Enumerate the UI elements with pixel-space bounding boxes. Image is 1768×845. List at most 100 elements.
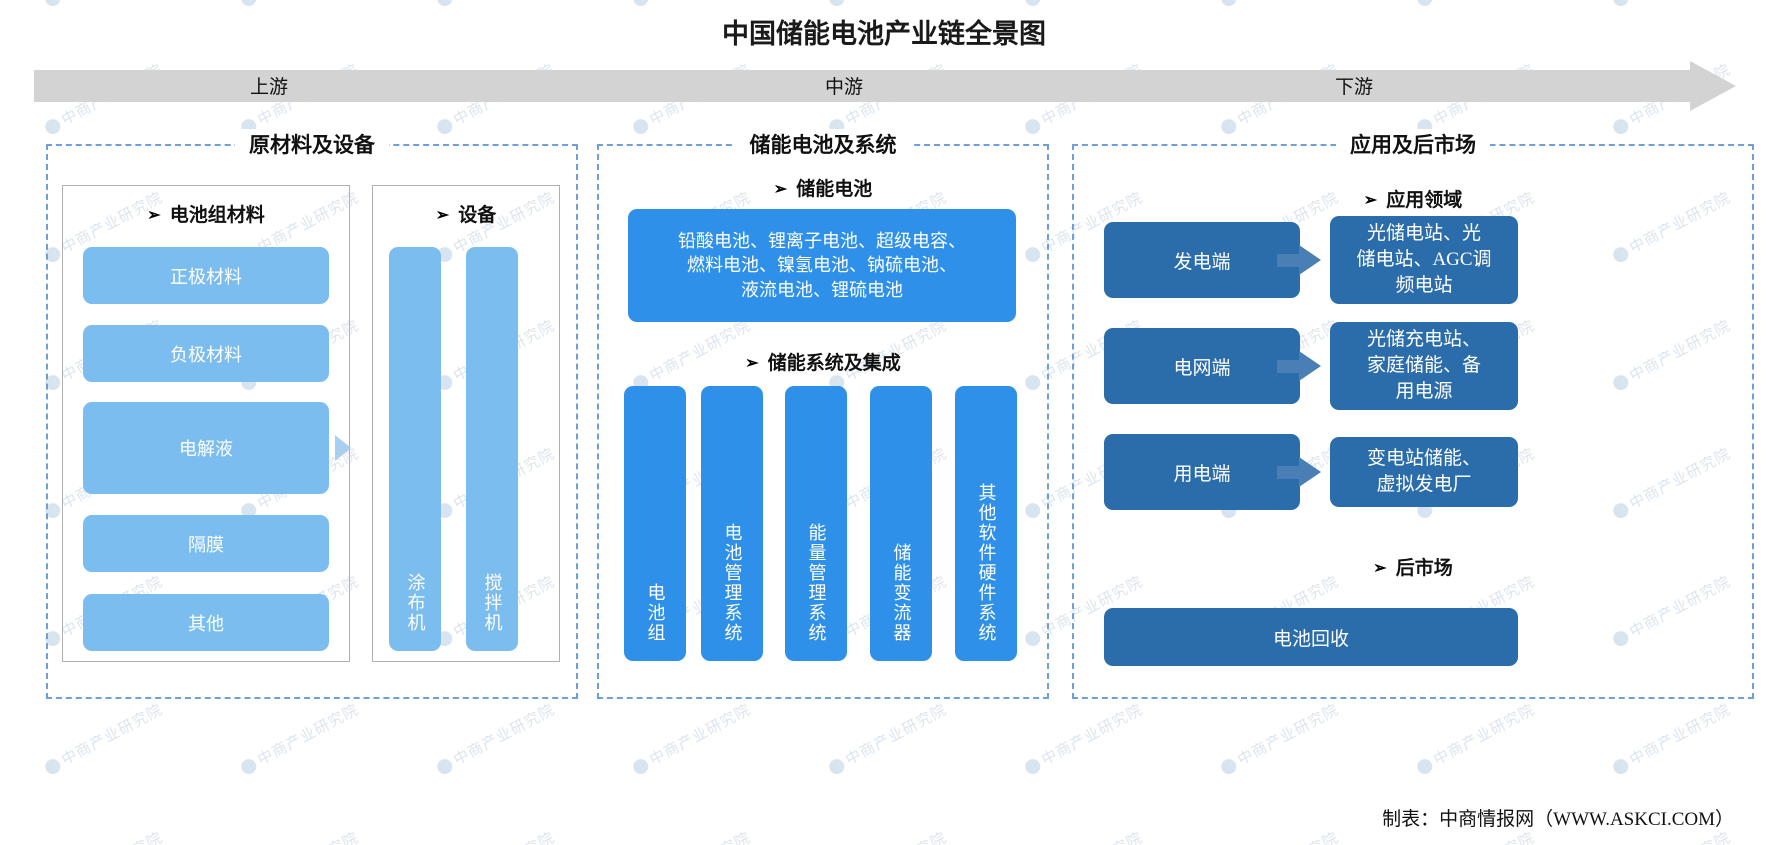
watermark-text: 中商产业研究院: [629, 0, 755, 11]
equipment-panel: [372, 185, 560, 662]
heading-text: 应用领域: [1386, 190, 1463, 211]
watermark-text: 中商产业研究院: [41, 0, 167, 11]
watermark-text: 中商产业研究院: [1413, 698, 1539, 778]
heading-text: 后市场: [1395, 558, 1453, 579]
watermark-text: 中商产业研究院: [1217, 826, 1343, 845]
application-target-generation[interactable]: 光储电站、光 储电站、AGC调 频电站: [1330, 216, 1518, 304]
equipment-pill-coater[interactable]: 涂布机: [389, 247, 441, 651]
watermark-text: 中商产业研究院: [433, 698, 559, 778]
arrow-head: [1299, 245, 1321, 275]
watermark-text: 中商产业研究院: [629, 698, 755, 778]
system-pill-battery-pack[interactable]: 电池组: [624, 386, 686, 661]
flow-arrow-grid-icon: [1277, 351, 1321, 381]
target-line-3: 频电站: [1395, 274, 1453, 296]
arrow-head: [1299, 351, 1321, 381]
application-source-consumption[interactable]: 用电端: [1104, 434, 1300, 510]
watermark-text: 中商产业研究院: [41, 826, 167, 845]
arrow-shaft: [1277, 360, 1301, 373]
target-line-2: 家庭储能、备: [1366, 355, 1481, 377]
energy-storage-battery-types-box[interactable]: 铅酸电池、锂离子电池、超级电容、 燃料电池、镍氢电池、钠硫电池、 液流电池、锂硫…: [628, 209, 1016, 322]
watermark-text: 中商产业研究院: [1021, 0, 1147, 11]
stage-label-upstream: 上游: [249, 77, 288, 98]
equipment-pill-mixer[interactable]: 搅拌机: [466, 247, 518, 651]
bullet-arrow-icon: ➢: [1363, 192, 1378, 209]
midstream-column-title: 储能电池及系统: [735, 129, 911, 159]
bullet-arrow-icon: ➢: [435, 207, 450, 224]
watermark-text: 中商产业研究院: [825, 698, 951, 778]
target-line-1: 变电站储能、: [1366, 448, 1481, 470]
aftermarket-heading: ➢ 后市场: [1072, 553, 1754, 580]
stage-band-body: [34, 70, 1692, 102]
arrow-shaft: [1277, 254, 1301, 267]
watermark-text: 中商产业研究院: [1413, 0, 1539, 11]
watermark-text: 中商产业研究院: [1609, 698, 1735, 778]
battery-pack-materials-heading: ➢ 电池组材料: [62, 200, 350, 227]
footer-credit: 制表：中商情报网（WWW.ASKCI.COM）: [1382, 809, 1734, 830]
energy-storage-battery-heading: ➢ 储能电池: [597, 174, 1049, 201]
equipment-heading: ➢ 设备: [372, 200, 560, 227]
bullet-arrow-icon: ➢: [147, 207, 161, 224]
watermark-text: 中商产业研究院: [825, 0, 951, 11]
watermark-text: 中商产业研究院: [237, 826, 363, 845]
material-pill-anode[interactable]: 负极材料: [83, 325, 329, 382]
battery-types-line-3: 液流电池、锂硫电池: [741, 279, 903, 300]
target-line-2: 虚拟发电厂: [1376, 474, 1472, 495]
flow-arrow-generation-icon: [1277, 245, 1321, 275]
page-title: 中国储能电池产业链全景图: [722, 19, 1046, 49]
watermark-text: 中商产业研究院: [629, 826, 755, 845]
target-line-1: 光储电站、光: [1366, 223, 1481, 245]
watermark-text: 中商产业研究院: [433, 0, 559, 11]
system-pill-bms[interactable]: 电池管理系统: [701, 386, 763, 661]
flow-arrow-consumption-icon: [1277, 457, 1321, 487]
battery-pack-materials-panel: [62, 185, 350, 662]
application-source-generation[interactable]: 发电端: [1104, 222, 1300, 298]
stage-label-downstream: 下游: [1334, 77, 1373, 98]
application-fields-heading: ➢ 应用领域: [1072, 185, 1754, 212]
heading-text: 设备: [458, 205, 497, 226]
watermark-text: 中商产业研究院: [825, 826, 951, 845]
heading-text: 储能电池: [796, 179, 873, 200]
heading-text: 储能系统及集成: [767, 353, 901, 374]
bullet-arrow-icon: ➢: [773, 181, 788, 198]
watermark-text: 中商产业研究院: [1217, 698, 1343, 778]
stage-band-arrowhead-icon: [1690, 61, 1736, 111]
target-line-1: 光储充电站、: [1366, 329, 1481, 351]
downstream-column-title: 应用及后市场: [1336, 129, 1490, 159]
watermark-text: 中商产业研究院: [1021, 826, 1147, 845]
material-pill-other[interactable]: 其他: [83, 594, 329, 651]
materials-to-equipment-arrow-icon: [335, 435, 351, 461]
arrow-head: [1299, 457, 1321, 487]
heading-text: 电池组材料: [169, 205, 265, 226]
watermark-text: 中商产业研究院: [41, 698, 167, 778]
stage-label-midstream: 中游: [824, 77, 863, 98]
system-pill-other-sw-hw[interactable]: 其他软件硬件系统: [955, 386, 1017, 661]
watermark-text: 中商产业研究院: [237, 698, 363, 778]
stage-arrow-band: 上游 中游 下游: [34, 61, 1736, 111]
battery-types-line-2: 燃料电池、镍氢电池、钠硫电池、: [687, 255, 957, 276]
watermark-text: 中商产业研究院: [1609, 0, 1735, 11]
midstream-column: 储能电池及系统: [597, 129, 1049, 699]
material-pill-electrolyte[interactable]: 电解液: [83, 402, 329, 494]
application-target-grid[interactable]: 光储充电站、 家庭储能、备 用电源: [1330, 322, 1518, 410]
bullet-arrow-icon: ➢: [745, 355, 759, 372]
material-pill-cathode[interactable]: 正极材料: [83, 247, 329, 304]
material-pill-separator[interactable]: 隔膜: [83, 515, 329, 572]
watermark-text: 中商产业研究院: [237, 0, 363, 11]
storage-system-integration-heading: ➢ 储能系统及集成: [597, 348, 1049, 375]
system-pill-ems[interactable]: 能量管理系统: [785, 386, 847, 661]
watermark-text: 中商产业研究院: [1021, 698, 1147, 778]
target-line-3: 用电源: [1395, 380, 1453, 402]
watermark-text: 中商产业研究院: [433, 826, 559, 845]
arrow-shaft: [1277, 466, 1301, 479]
aftermarket-pill-battery-recycling[interactable]: 电池回收: [1104, 608, 1518, 666]
system-pill-pcs[interactable]: 储能变流器: [870, 386, 932, 661]
downstream-column: 应用及后市场: [1072, 129, 1754, 699]
upstream-column: 原材料及设备: [46, 129, 578, 699]
watermark-text: 中商产业研究院: [1217, 0, 1343, 11]
battery-types-line-1: 铅酸电池、锂离子电池、超级电容、: [678, 230, 966, 251]
bullet-arrow-icon: ➢: [1373, 560, 1387, 577]
upstream-column-title: 原材料及设备: [235, 129, 389, 159]
application-source-grid[interactable]: 电网端: [1104, 328, 1300, 404]
target-line-2: 储电站、AGC调: [1356, 249, 1492, 271]
application-target-consumption[interactable]: 变电站储能、 虚拟发电厂: [1330, 437, 1518, 507]
